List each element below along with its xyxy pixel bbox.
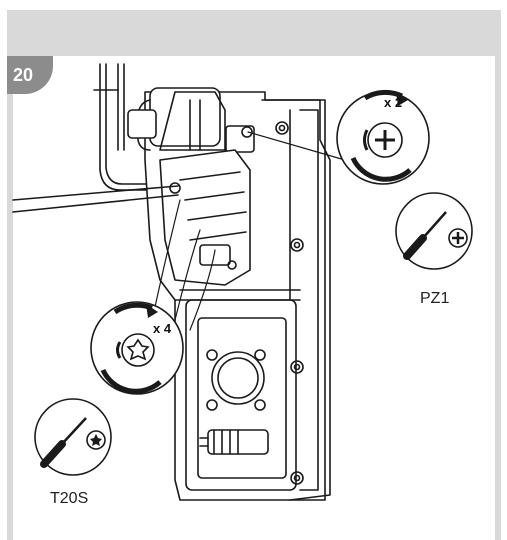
frame-right-border	[495, 56, 501, 540]
screw-callout-x4	[90, 301, 184, 395]
water-connector	[199, 429, 269, 455]
torx-screwdriver-icon	[34, 398, 112, 476]
torx-screw-icon	[116, 333, 155, 367]
tool-label-t20s: T20S	[50, 490, 89, 507]
round-outlet	[211, 351, 265, 405]
step-header-bar	[7, 10, 501, 56]
phillips-screw-icon	[363, 122, 403, 158]
screw-count-label: x 2	[384, 95, 403, 110]
mounting-holes	[206, 121, 304, 485]
middle-block	[159, 149, 251, 286]
valve-assembly	[127, 87, 255, 153]
tool-label-pz1: PZ1	[420, 290, 450, 307]
frame-left-border	[7, 56, 13, 540]
screw-callout-x2	[336, 89, 430, 185]
cable-bundle	[93, 63, 161, 191]
screwdriver-shaft	[12, 185, 179, 213]
phillips-screwdriver-icon	[395, 192, 473, 270]
screw-count-label: x 4	[153, 321, 172, 336]
